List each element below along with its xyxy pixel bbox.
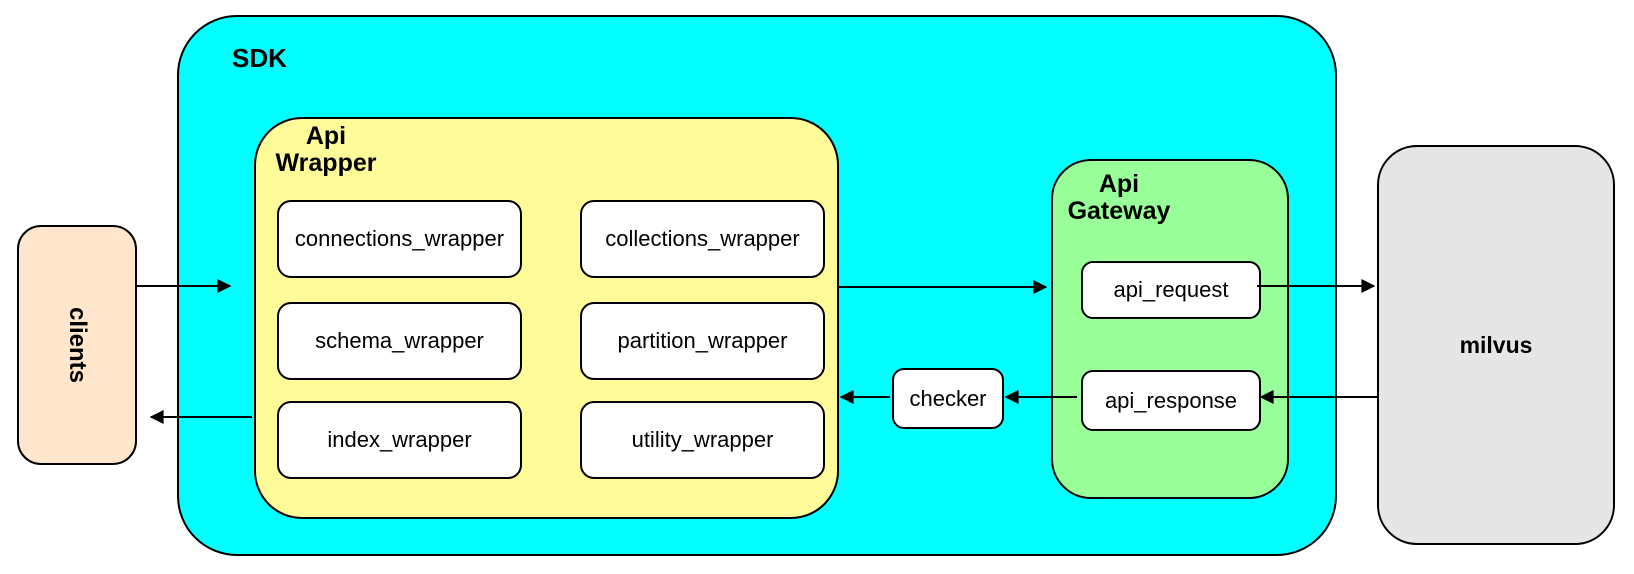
api-wrapper-container: Api Wrapper connections_wrapper collecti… [254, 117, 839, 519]
node-clients: clients [17, 225, 137, 465]
api-wrapper-label-line1: Api [305, 122, 347, 150]
api-wrapper-label-line2: Wrapper [275, 149, 377, 177]
node-index-wrapper: index_wrapper [277, 401, 522, 479]
node-collections-wrapper: collections_wrapper [580, 200, 825, 278]
sdk-container: SDK Api Wrapper connections_wrapper coll… [177, 15, 1337, 556]
node-schema-wrapper: schema_wrapper [277, 302, 522, 380]
node-milvus: milvus [1377, 145, 1615, 545]
node-checker: checker [892, 368, 1004, 429]
api-gateway-label-line1: Api [1098, 170, 1140, 198]
node-api-response: api_response [1081, 370, 1261, 431]
api-gateway-label-line2: Gateway [1067, 197, 1171, 225]
api-wrapper-label: Api Wrapper [274, 123, 378, 177]
api-gateway-label: Api Gateway [1067, 171, 1171, 225]
node-partition-wrapper: partition_wrapper [580, 302, 825, 380]
clients-label: clients [64, 306, 91, 384]
node-connections-wrapper: connections_wrapper [277, 200, 522, 278]
sdk-label: SDK [232, 43, 287, 73]
node-utility-wrapper: utility_wrapper [580, 401, 825, 479]
node-api-request: api_request [1081, 261, 1261, 319]
api-gateway-container: Api Gateway api_request api_response [1051, 159, 1289, 499]
